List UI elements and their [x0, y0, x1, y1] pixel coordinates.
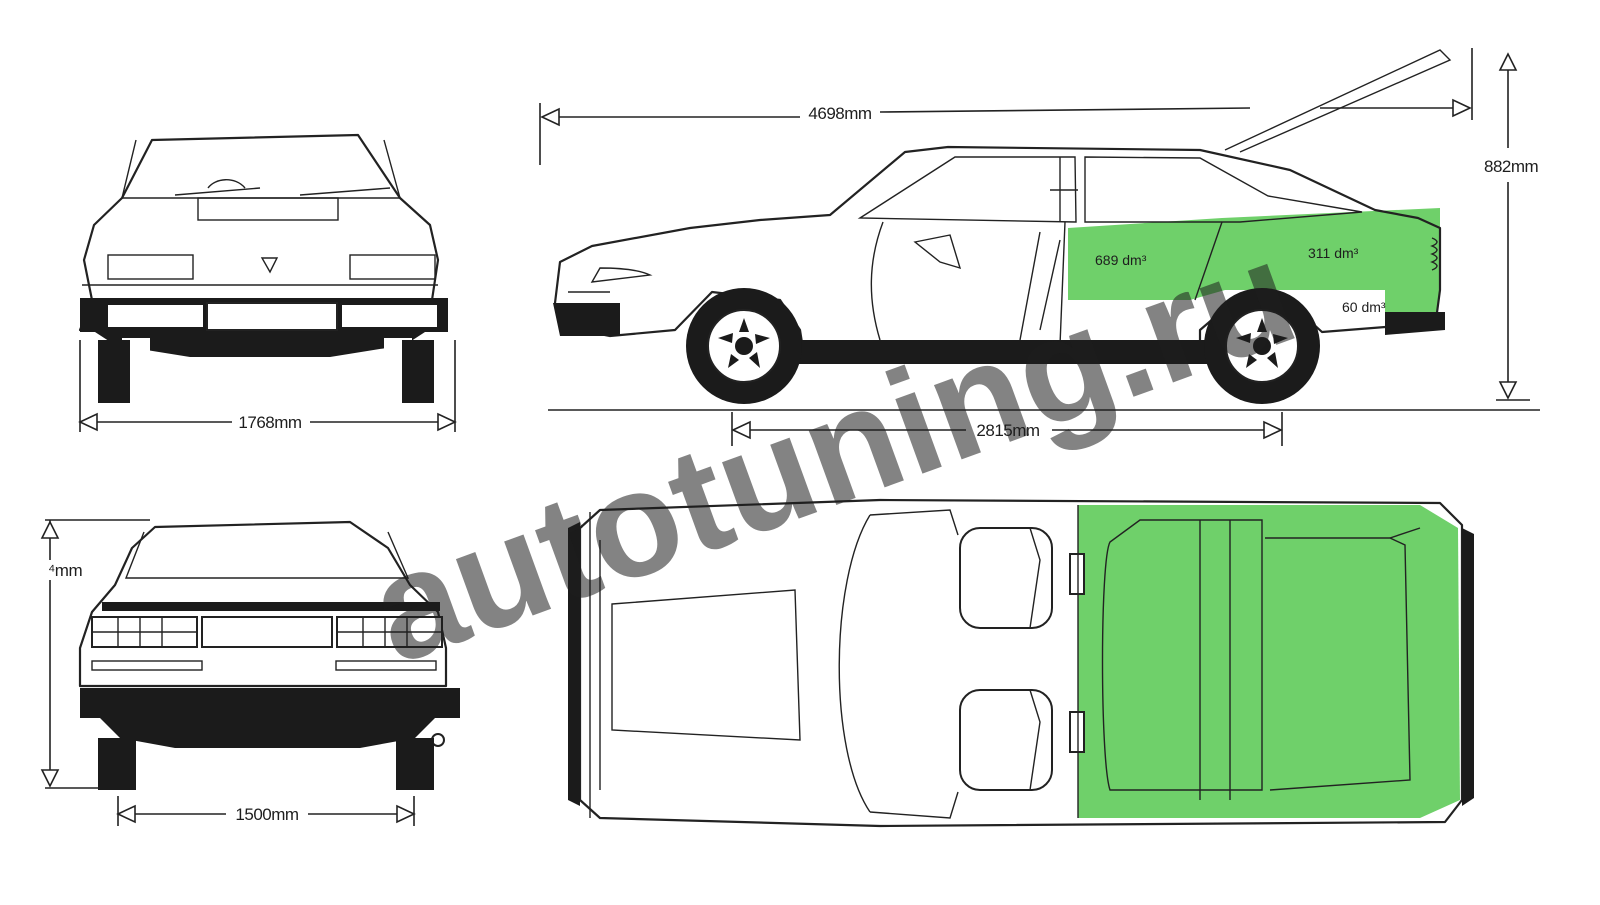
front-view: 1768mm — [78, 133, 457, 432]
rear-seat-capacity: 689 dm³ — [1095, 252, 1147, 268]
underfloor-capacity: 60 dm³ — [1342, 299, 1386, 315]
height-label: 882mm — [1484, 157, 1539, 176]
rear-height-label: ⁴mm — [48, 561, 82, 580]
side-view: 689 dm³ 311 dm³ 60 dm³ 4698mm 882mm 2815… — [539, 48, 1540, 446]
wheelbase-label: 2815mm — [976, 421, 1039, 440]
rear-track-label: 1500mm — [235, 805, 298, 824]
rear-view: ⁴mm 1500mm — [40, 519, 460, 826]
underfloor-area — [1385, 290, 1440, 318]
side-cargo-area — [1068, 208, 1440, 300]
top-cargo-area — [1078, 505, 1460, 818]
length-label: 4698mm — [808, 104, 871, 123]
boot-capacity: 311 dm³ — [1308, 245, 1359, 261]
top-view — [568, 498, 1474, 828]
front-width-label: 1768mm — [238, 413, 301, 432]
